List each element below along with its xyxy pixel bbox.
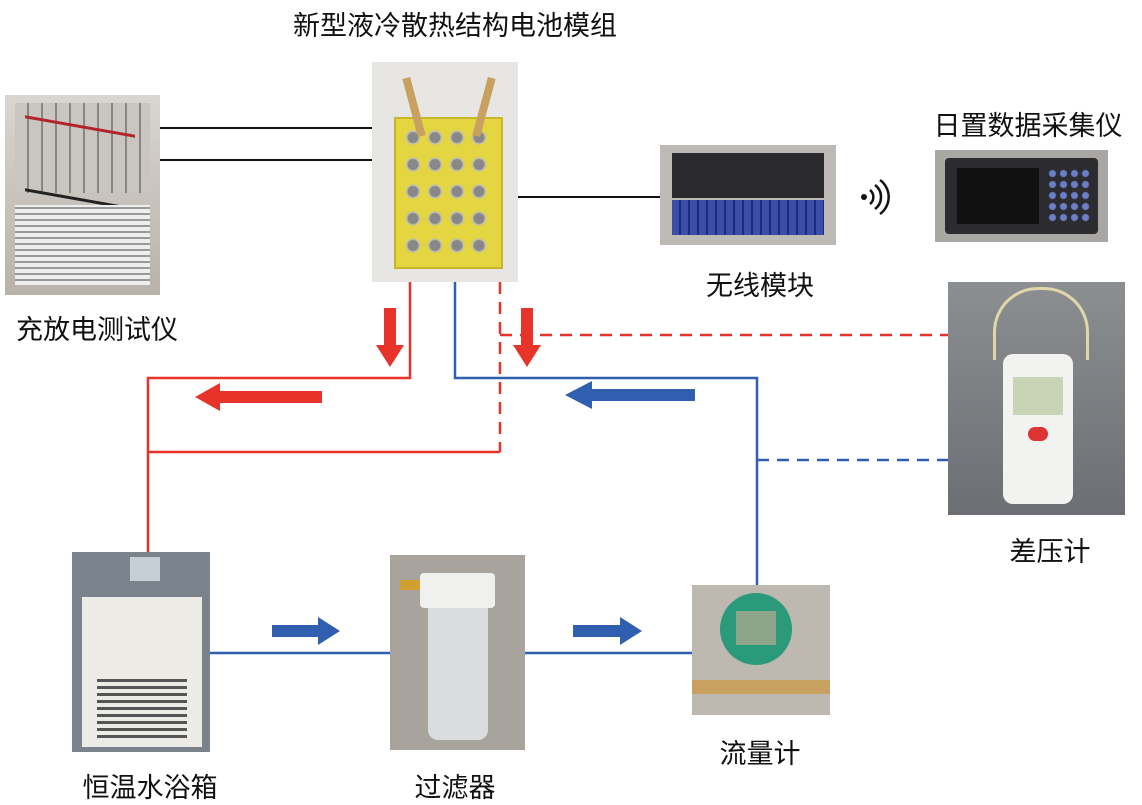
data-logger-label: 日置数据采集仪: [933, 111, 1123, 142]
cold-inlet-pipe: [453, 282, 759, 588]
water-bath-photo: [72, 552, 210, 752]
charger-photo: [5, 95, 160, 295]
water-bath-label: 恒温水浴箱: [82, 773, 218, 804]
wifi-signal-icon: [861, 178, 890, 216]
battery-module-photo: [372, 62, 518, 282]
hot-outlet-pipe: [146, 282, 412, 555]
wireless-module-photo: [660, 145, 836, 245]
filter-photo: [390, 555, 525, 750]
down-arrow-red-1: [376, 308, 404, 367]
battery-module-label: 新型液冷散热结构电池模组: [293, 11, 617, 42]
flowmeter-photo: [692, 585, 830, 715]
pressure-gauge-photo: [948, 282, 1125, 515]
data-logger-photo: [935, 150, 1108, 242]
right-arrow-blue-1: [272, 617, 340, 645]
left-arrow-blue: [565, 381, 695, 409]
flowmeter-label: 流量计: [719, 739, 801, 770]
left-arrow-red: [195, 383, 322, 411]
right-arrow-blue-2: [573, 617, 642, 645]
down-arrow-red-2: [513, 308, 541, 367]
wireless-module-label: 无线模块: [706, 271, 814, 302]
pressure-gauge-label: 差压计: [1009, 537, 1091, 568]
filter-label: 过滤器: [414, 773, 496, 804]
charger-label: 充放电测试仪: [16, 315, 178, 346]
